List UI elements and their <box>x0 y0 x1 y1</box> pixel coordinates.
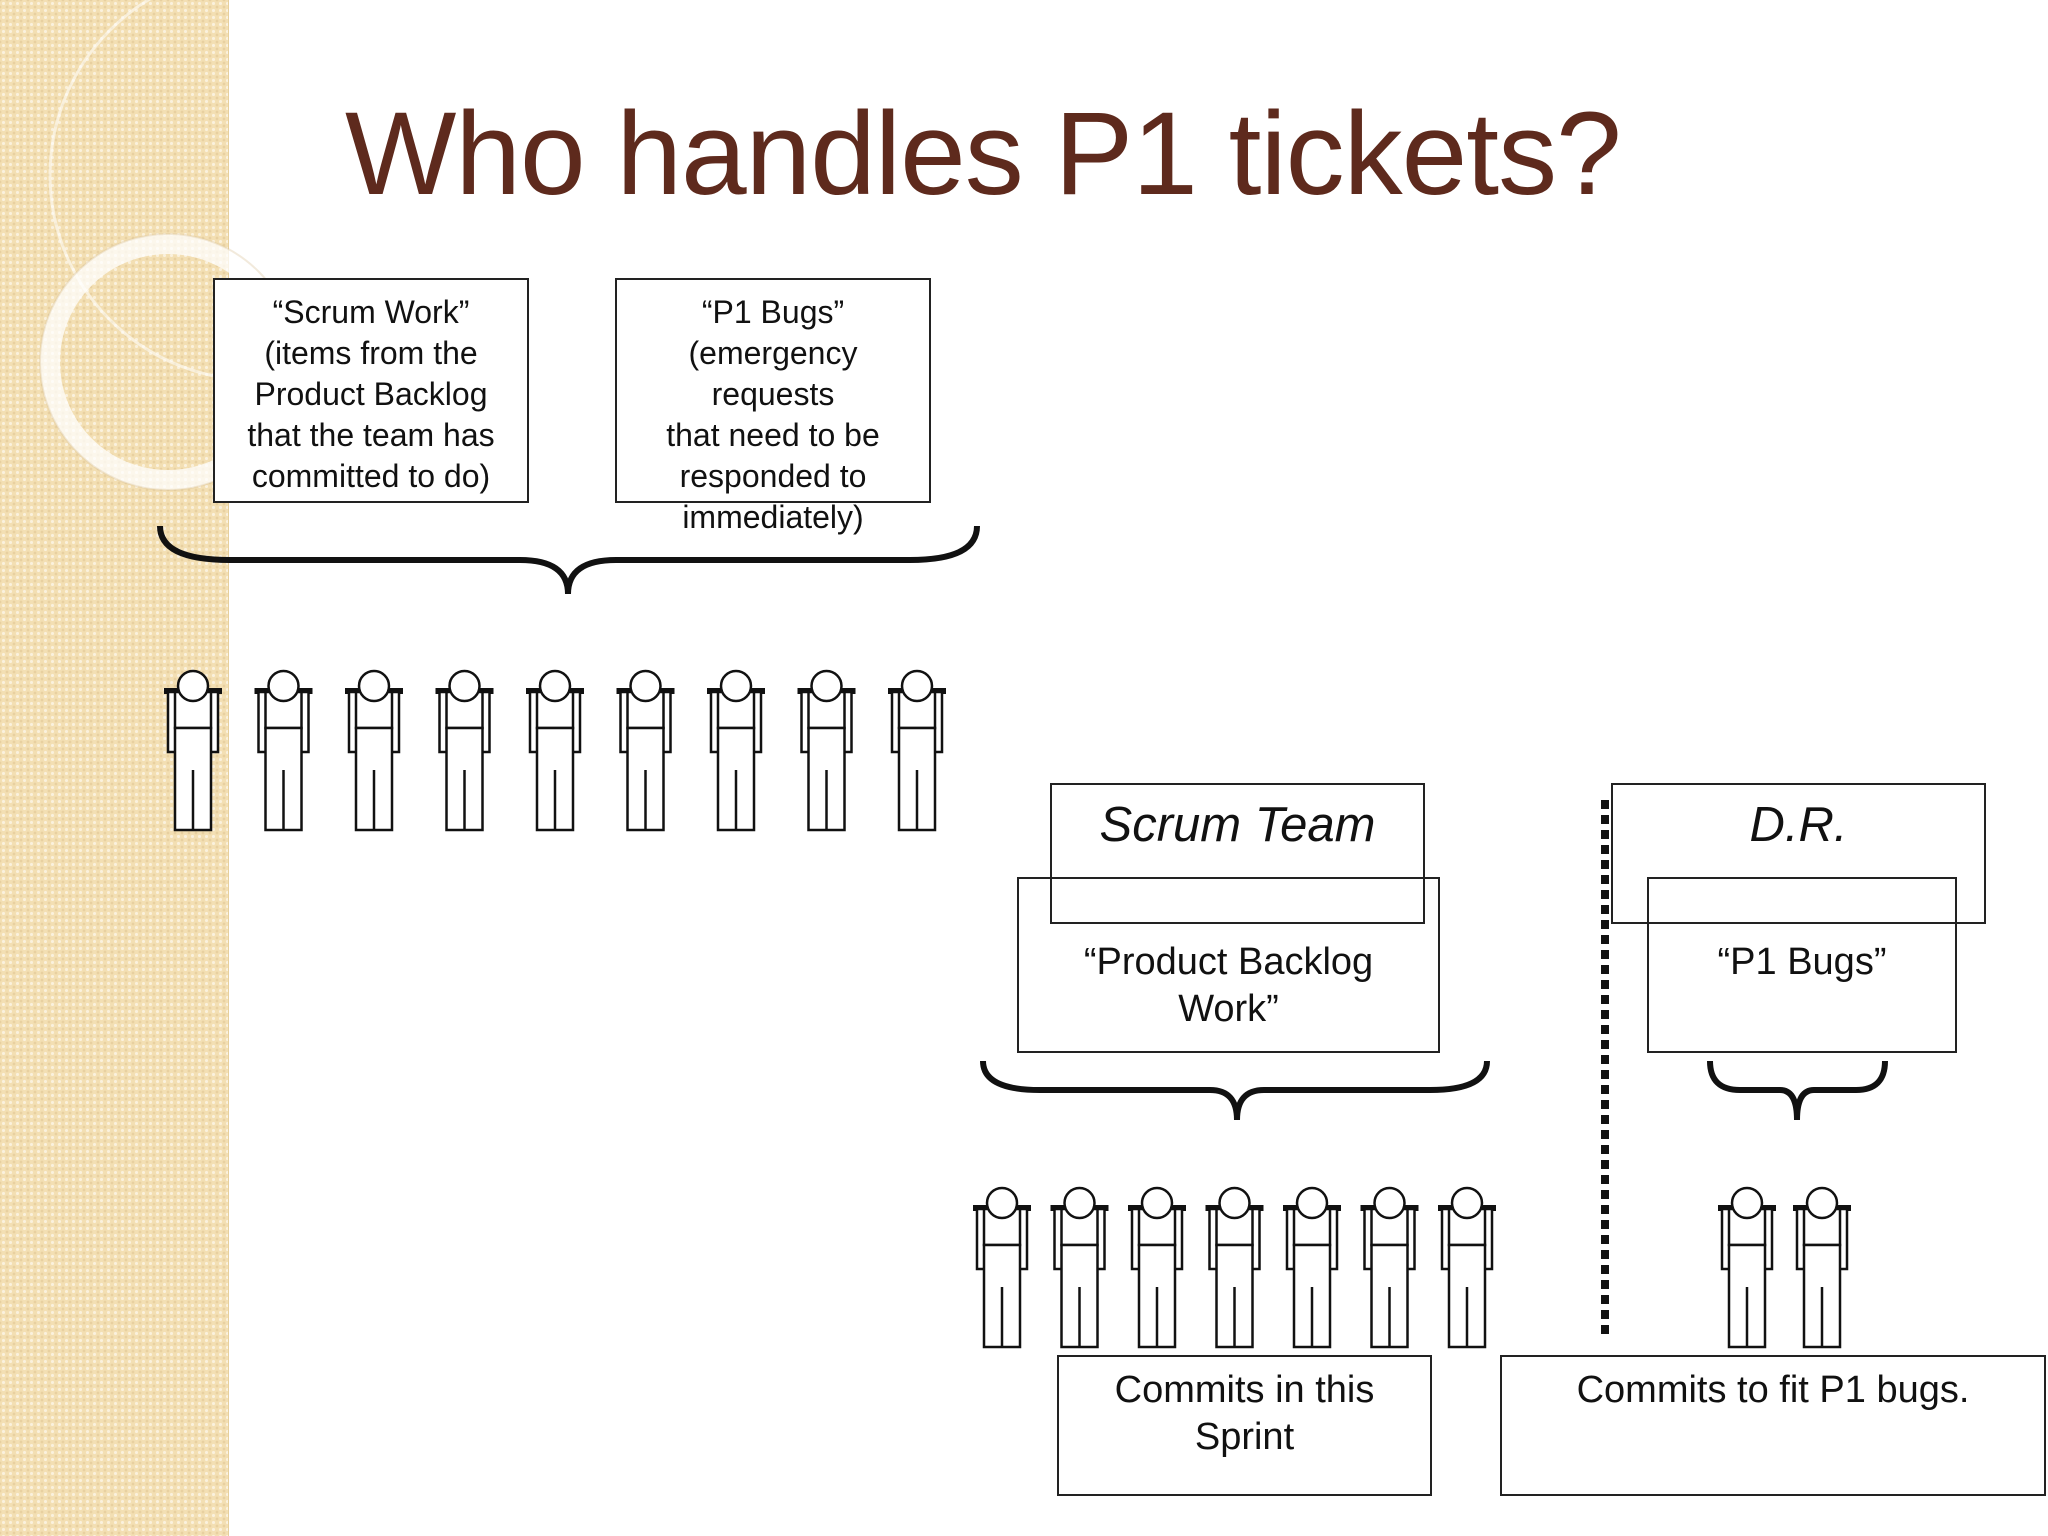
scrum-team-person <box>1205 1186 1264 1349</box>
dr-label: D.R. <box>1749 798 1848 852</box>
dr-p1-bugs-box: “P1 Bugs” <box>1647 877 1957 1053</box>
scrum-work-line: “Scrum Work” <box>272 294 470 330</box>
top-team-person <box>888 669 946 832</box>
scrum-work-text: “Scrum Work” (items from the Product Bac… <box>215 280 527 497</box>
product-backlog-line: “Product Backlog <box>1083 941 1374 983</box>
scrum-team-header-box: Scrum Team <box>1050 783 1425 924</box>
dr-team-person <box>1718 1186 1776 1349</box>
p1-bugs-line: responded to <box>679 458 867 494</box>
scrum-team-person <box>1050 1186 1109 1349</box>
product-backlog-work-box: “Product Backlog Work” <box>1017 877 1440 1053</box>
scrum-work-line: committed to do) <box>251 458 491 494</box>
scrum-team-person <box>1360 1186 1419 1349</box>
p1-bugs-line: that need to be <box>666 417 880 453</box>
top-brace <box>157 525 980 595</box>
top-team-person <box>526 669 584 832</box>
scrum-team-person <box>1283 1186 1341 1349</box>
p1-bugs-line: “P1 Bugs” <box>701 294 845 330</box>
scrum-team-person <box>973 1186 1031 1349</box>
dr-p1-bugs-line: “P1 Bugs” <box>1717 941 1887 983</box>
commits-p1-line: Commits to fit P1 bugs. <box>1576 1369 1970 1411</box>
scrum-team-person <box>1438 1186 1496 1349</box>
dr-header-box: D.R. <box>1611 783 1986 924</box>
top-team-person <box>616 669 675 832</box>
commits-sprint-box: Commits in this Sprint <box>1057 1355 1432 1496</box>
scrum-team-brace <box>980 1060 1490 1121</box>
slide-title: Who handles P1 tickets? <box>345 88 1622 220</box>
scrum-work-line: Product Backlog <box>254 376 488 412</box>
commits-p1-box: Commits to fit P1 bugs. <box>1500 1355 2046 1496</box>
p1-bugs-box: “P1 Bugs” (emergency requests that need … <box>615 278 931 535</box>
top-team-person <box>164 669 222 832</box>
scrum-team-label: Scrum Team <box>1099 798 1376 852</box>
p1-bugs-line: requests <box>711 376 835 412</box>
product-backlog-line: Work” <box>1178 988 1279 1030</box>
dr-team-person <box>1793 1186 1851 1349</box>
scrum-work-box: “Scrum Work” (items from the Product Bac… <box>213 278 529 503</box>
scrum-team-person <box>1128 1186 1186 1349</box>
p1-bugs-text: “P1 Bugs” (emergency requests that need … <box>617 280 929 538</box>
p1-bugs-line: immediately) <box>682 499 864 535</box>
top-team-person <box>254 669 313 832</box>
people-layer <box>164 669 1851 1349</box>
scrum-work-line: that the team has <box>247 417 495 453</box>
commits-sprint-line: Commits in this <box>1114 1369 1375 1411</box>
top-team-person <box>797 669 856 832</box>
scrum-work-line: (items from the <box>264 335 478 371</box>
p1-bugs-line: (emergency <box>688 335 858 371</box>
commits-sprint-line: Sprint <box>1194 1416 1295 1458</box>
top-team-person <box>345 669 403 832</box>
top-team-person <box>435 669 494 832</box>
dr-brace <box>1707 1060 1888 1121</box>
top-team-person <box>707 669 765 832</box>
